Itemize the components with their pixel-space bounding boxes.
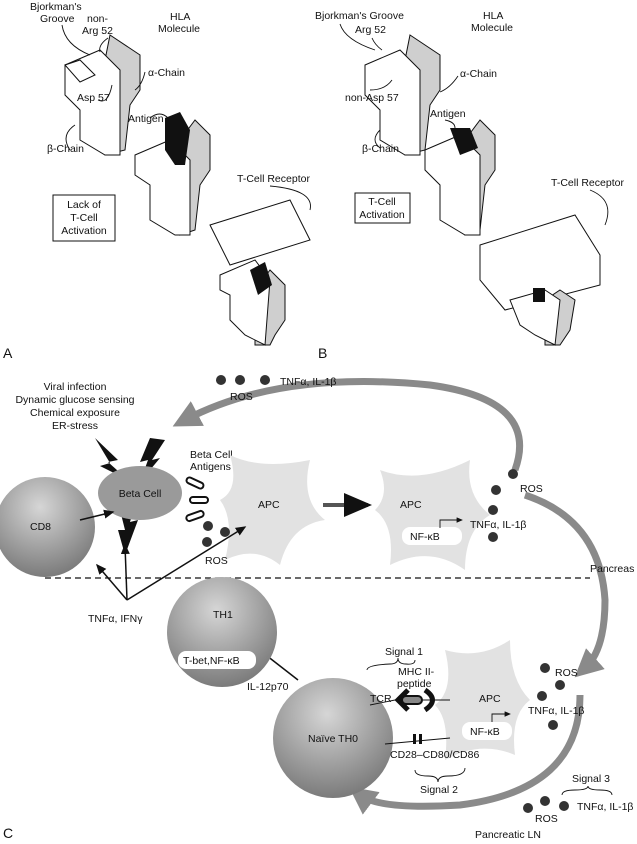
svg-text:APC: APC bbox=[400, 499, 422, 511]
svg-text:T-Cell: T-Cell bbox=[70, 212, 97, 224]
hla-label-b-2: Molecule bbox=[471, 22, 513, 34]
mhc-label: MHC II- bbox=[398, 666, 435, 678]
groove-label-a-2: Groove bbox=[40, 13, 75, 25]
arg-label-b: Arg 52 bbox=[355, 24, 386, 36]
svg-text:Viral infection: Viral infection bbox=[44, 381, 107, 393]
signal1-brace bbox=[366, 657, 416, 671]
ros-dots-4: ROS bbox=[523, 796, 569, 825]
hla-molecule-b bbox=[364, 34, 441, 156]
cd8-cell: CD8 bbox=[0, 477, 95, 577]
panel-letter-a: A bbox=[3, 345, 13, 361]
apc-cell-3: APC NF-κB bbox=[435, 640, 530, 760]
hla-antigen-complex-b bbox=[424, 119, 496, 236]
ros-dots-3: ROS TNFα, IL-1β bbox=[528, 663, 584, 730]
svg-text:Lack of: Lack of bbox=[67, 199, 101, 211]
synapse bbox=[369, 687, 451, 745]
arrows-c bbox=[79, 509, 299, 681]
signal3-label: Signal 3 bbox=[572, 773, 610, 785]
signal3-brace bbox=[561, 785, 613, 796]
outcome-box-b: T-Cell Activation bbox=[354, 192, 411, 224]
outcome-box-a: Lack of T-Cell Activation bbox=[52, 194, 116, 242]
svg-text:TNFα, IL-1β: TNFα, IL-1β bbox=[528, 705, 584, 717]
asp-label-b: non-Asp 57 bbox=[345, 92, 399, 104]
apc-cell-1: APC bbox=[220, 455, 325, 565]
ln-return-arrow bbox=[348, 694, 584, 815]
apc-cell-2: APC NF-κB bbox=[375, 460, 490, 570]
costim-label: CD28–CD80/CD86 bbox=[390, 749, 479, 761]
apc-to-ln-arrow bbox=[523, 491, 609, 678]
hla-label-a-2: Molecule bbox=[158, 23, 200, 35]
panel-letter-b: B bbox=[318, 345, 327, 361]
panel-a: Bjorkman's Groove non- Arg 52 HLA Molecu… bbox=[3, 1, 311, 361]
svg-text:APC: APC bbox=[479, 693, 501, 705]
svg-text:TNFα, IL-1β: TNFα, IL-1β bbox=[280, 376, 336, 388]
signal2-label: Signal 2 bbox=[420, 784, 458, 796]
arg-label-a: non- bbox=[87, 13, 109, 25]
tcr-label-b: T-Cell Receptor bbox=[551, 177, 624, 189]
svg-text:CD8: CD8 bbox=[30, 521, 51, 533]
svg-text:TH1: TH1 bbox=[213, 609, 233, 621]
svg-text:T-bet,NF-κB: T-bet,NF-κB bbox=[183, 655, 240, 667]
tnf-il1-ln-label: TNFα, IL-1β bbox=[577, 801, 633, 813]
svg-text:ROS: ROS bbox=[205, 555, 228, 567]
alpha-chain-label-a: α-Chain bbox=[148, 67, 185, 79]
beta-chain-label-b: β-Chain bbox=[362, 143, 399, 155]
triggers: Viral infection Dynamic glucose sensing … bbox=[15, 381, 134, 432]
panel-c: Viral infection Dynamic glucose sensing … bbox=[0, 375, 634, 841]
signal2-brace bbox=[414, 767, 466, 783]
hla-label-b: HLA bbox=[483, 10, 503, 22]
mhc-label-2: peptide bbox=[397, 678, 432, 690]
svg-text:ROS: ROS bbox=[535, 813, 558, 825]
signal1-label: Signal 1 bbox=[385, 646, 423, 658]
tcr-hla-complex-b bbox=[479, 214, 601, 346]
svg-text:ROS: ROS bbox=[230, 391, 253, 403]
svg-text:TNFα, IL-1β: TNFα, IL-1β bbox=[470, 519, 526, 531]
feedback-arrow-top bbox=[172, 378, 523, 472]
alpha-chain-label-b: α-Chain bbox=[460, 68, 497, 80]
groove-label-b: Bjorkman's Groove bbox=[315, 10, 404, 22]
beta-cell-antigens-label-2: Antigens bbox=[190, 461, 231, 473]
tcr-label-a: T-Cell Receptor bbox=[237, 173, 310, 185]
tcr-label: TCR bbox=[370, 693, 392, 705]
groove-label-a: Bjorkman's bbox=[30, 1, 82, 13]
pancreatic-ln-label: Pancreatic LN bbox=[475, 829, 541, 841]
naive-th0-cell: Naïve TH0 bbox=[273, 678, 393, 798]
pancreas-label: Pancreas bbox=[590, 563, 634, 575]
hla-label-a: HLA bbox=[170, 11, 190, 23]
th1-cell: TH1 T-bet,NF-κB bbox=[167, 577, 277, 687]
hla-molecule-a bbox=[64, 34, 141, 156]
svg-text:Dynamic glucose sensing: Dynamic glucose sensing bbox=[15, 394, 134, 406]
beta-cell bbox=[98, 466, 182, 520]
arg-label-a-2: Arg 52 bbox=[82, 25, 113, 37]
beta-cell-antigens-label: Beta Cell bbox=[190, 449, 233, 461]
beta-chain-label-a: β-Chain bbox=[47, 143, 84, 155]
asp-label-a: Asp 57 bbox=[77, 92, 110, 104]
tcr-hla-complex-a bbox=[209, 199, 311, 346]
svg-text:ROS: ROS bbox=[555, 667, 578, 679]
panel-letter-c: C bbox=[3, 825, 13, 841]
antigen-label-b: Antigen bbox=[430, 108, 466, 120]
svg-text:NF-κB: NF-κB bbox=[470, 726, 500, 738]
il12-label: IL-12p70 bbox=[247, 681, 289, 693]
svg-text:ER-stress: ER-stress bbox=[52, 420, 98, 432]
antigen-label-a: Antigen bbox=[128, 113, 164, 125]
svg-text:Chemical exposure: Chemical exposure bbox=[30, 407, 120, 419]
svg-text:NF-κB: NF-κB bbox=[410, 531, 440, 543]
svg-text:Activation: Activation bbox=[359, 209, 405, 221]
svg-text:Naïve TH0: Naïve TH0 bbox=[308, 733, 358, 745]
svg-text:ROS: ROS bbox=[520, 483, 543, 495]
ros-dots-top: ROS TNFα, IL-1β bbox=[216, 375, 336, 403]
svg-text:Beta Cell: Beta Cell bbox=[119, 488, 162, 500]
ros-dots-1: ROS bbox=[202, 521, 230, 567]
tnf-ifn-label: TNFα, IFNγ bbox=[88, 613, 143, 625]
svg-text:Activation: Activation bbox=[61, 225, 107, 237]
panel-b: Bjorkman's Groove Arg 52 HLA Molecule α-… bbox=[315, 10, 624, 361]
svg-text:T-Cell: T-Cell bbox=[368, 196, 395, 208]
ros-dots-2: ROS TNFα, IL-1β bbox=[470, 469, 543, 542]
svg-text:APC: APC bbox=[258, 499, 280, 511]
hla-antigen-complex-a bbox=[134, 112, 211, 236]
